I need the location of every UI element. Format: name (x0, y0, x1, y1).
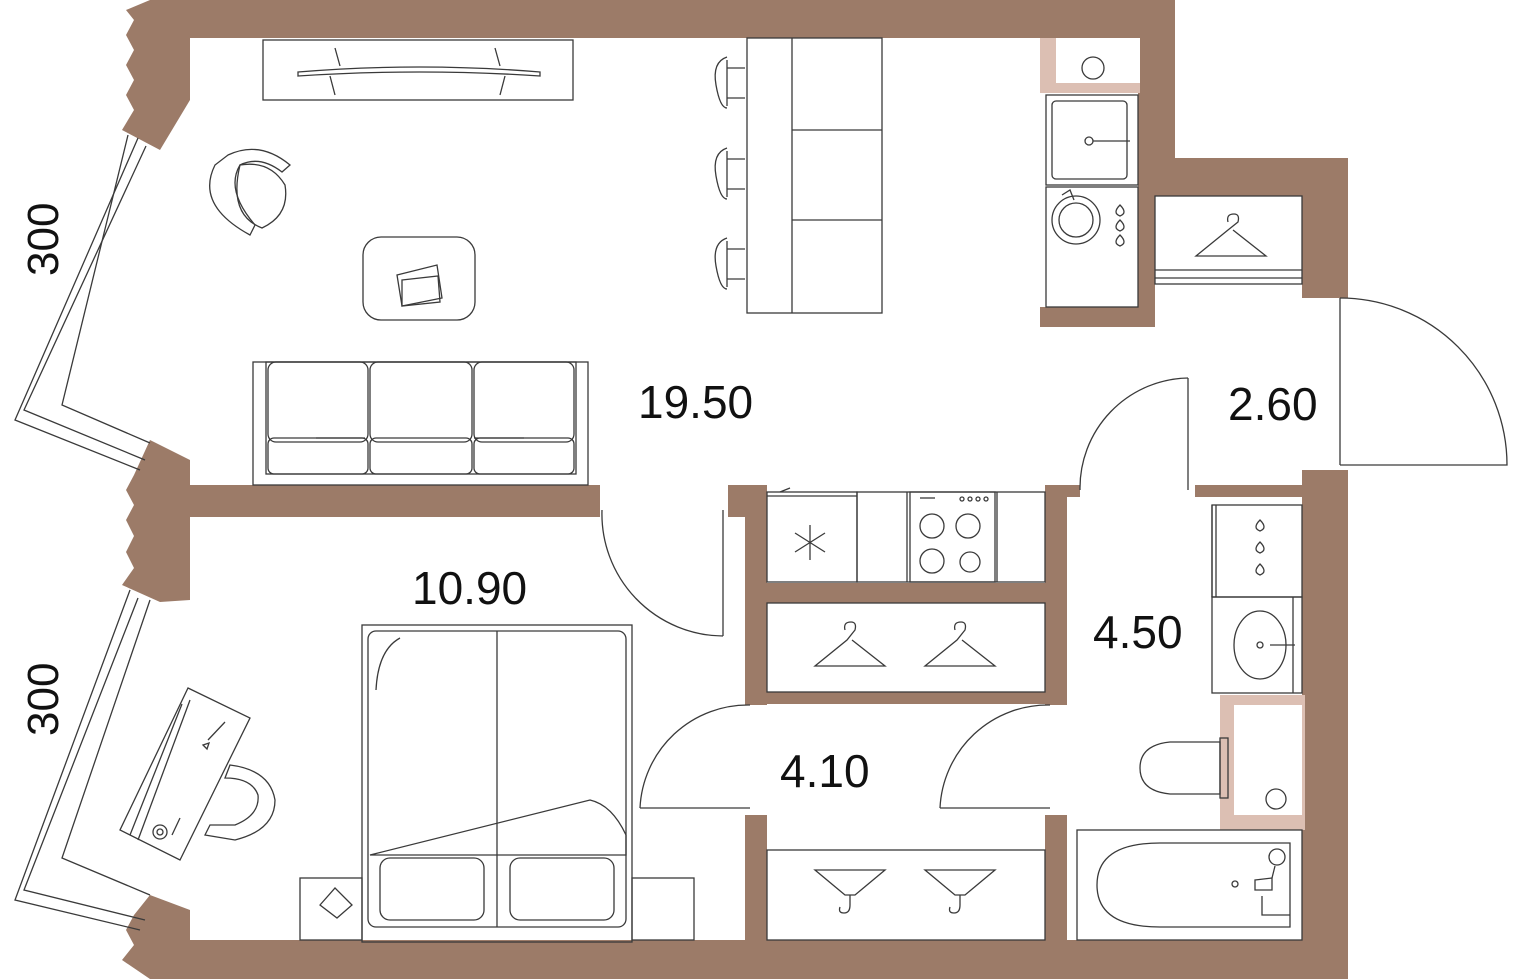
sofa-icon (252, 361, 589, 486)
stool-icon (714, 147, 745, 200)
wall-top (150, 0, 1175, 38)
door-hall-closet[interactable] (639, 704, 751, 809)
stool-icon (714, 56, 745, 109)
wall-wardrobe-left (1138, 190, 1155, 327)
window-upper (14, 134, 151, 471)
wall-left-lower (122, 895, 190, 979)
nightstand-icon (631, 877, 695, 941)
wall-hall-left-lower (745, 815, 767, 945)
door-bedroom[interactable] (601, 509, 724, 637)
wall-kitchen-shelf (745, 583, 1065, 603)
tv-icon (262, 39, 574, 101)
window-dimension-lower: 300 (19, 663, 68, 736)
hanger-icon (1194, 213, 1268, 257)
wall-bath-left (1045, 485, 1067, 705)
wardrobe-icon (1154, 195, 1303, 285)
window-dimension-upper: 300 (19, 203, 68, 276)
wardrobe-icon (766, 849, 1046, 941)
hanger-icon (923, 869, 997, 914)
desk-icon (119, 687, 251, 861)
armchair-icon (209, 148, 292, 236)
bathtub-icon (1076, 829, 1303, 941)
window-lower (14, 589, 151, 931)
bed-icon (361, 624, 633, 943)
wardrobe-icon (766, 602, 1046, 693)
wall-left-upper (122, 0, 190, 150)
boiler-icon (1081, 56, 1105, 80)
wall-bath-top-a (1045, 485, 1080, 497)
door-living-hall[interactable] (1079, 377, 1189, 491)
boiler-cupboard-kitchen-inner (1056, 38, 1140, 83)
wall-kitchen-bottom (1040, 307, 1155, 327)
room-area-bathroom: 4.50 (1093, 606, 1183, 658)
sink-icon (1045, 94, 1139, 186)
toilet-icon (1139, 737, 1229, 799)
fridge-icon (766, 487, 858, 583)
washing-machine-icon (1045, 186, 1139, 308)
hanger-icon (923, 621, 997, 667)
dining-table-icon (746, 37, 883, 314)
coffee-table-icon (362, 236, 476, 321)
hanger-icon (813, 869, 887, 914)
room-area-entrance: 2.60 (1228, 378, 1318, 430)
stool-icon (714, 237, 745, 290)
wall-closet-bottom (745, 692, 1065, 704)
door-entrance[interactable] (1339, 297, 1508, 466)
room-area-hall: 4.10 (780, 745, 870, 797)
boiler-cupboard-bath-inner (1234, 705, 1302, 815)
wall-partition-living (190, 485, 600, 517)
wall-bottom (150, 940, 1348, 979)
room-area-bedroom: 10.90 (412, 562, 527, 614)
wall-left-middle (122, 440, 190, 602)
wall-right-lower (1302, 470, 1348, 979)
stove-icon (856, 491, 1046, 583)
chair-icon (204, 764, 276, 841)
sink-icon (1211, 596, 1303, 694)
door-bathroom[interactable] (939, 704, 1051, 809)
washing-machine-icon (1211, 504, 1303, 598)
wall-wardrobe-right (1302, 158, 1348, 298)
boiler-icon (1265, 788, 1287, 810)
walls (122, 0, 1348, 979)
wall-right-upper (1138, 0, 1175, 160)
wall-bath-left-lower (1045, 815, 1067, 945)
nightstand-icon (299, 877, 363, 941)
hanger-icon (813, 621, 887, 667)
room-area-living: 19.50 (638, 376, 753, 428)
